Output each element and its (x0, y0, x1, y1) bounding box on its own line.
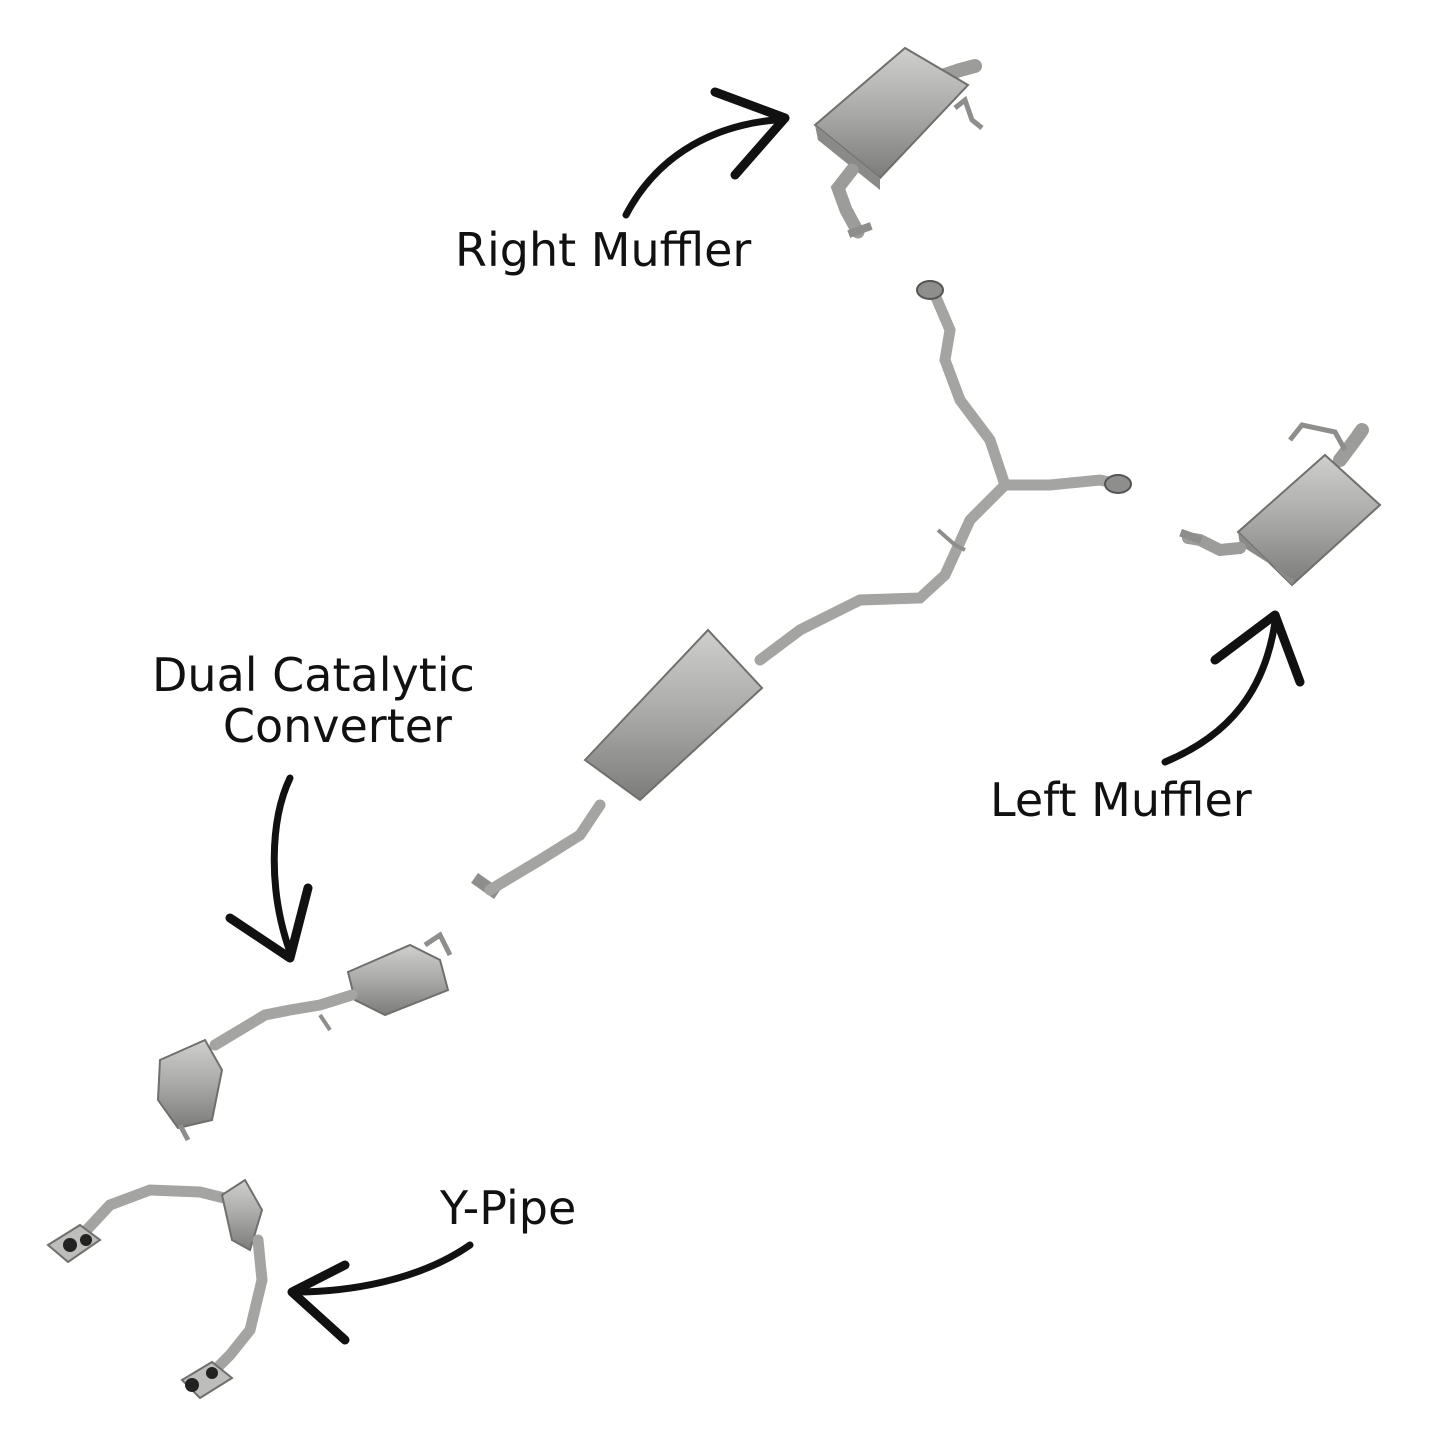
label-y-pipe: Y-Pipe (440, 1181, 577, 1235)
arrow-right-muffler (622, 87, 790, 219)
left-muffler-part (1179, 422, 1382, 587)
right-muffler-part (813, 46, 984, 239)
label-dual-catalytic-converter-line1: Dual Catalytic (152, 648, 475, 702)
label-dual-catalytic-converter: Dual Catalytic Converter (152, 650, 475, 751)
label-left-muffler: Left Muffler (990, 773, 1252, 827)
arrow-dual-catalytic-converter (225, 774, 313, 963)
arrow-left-muffler (1161, 610, 1305, 766)
dual-catalytic-converter-part (156, 931, 453, 1142)
arrow-y-pipe (287, 1241, 474, 1345)
mid-pipe-part (471, 280, 1132, 899)
label-dual-catalytic-converter-line2: Converter (222, 698, 452, 753)
label-right-muffler: Right Muffler (455, 223, 752, 277)
y-pipe-part (46, 1178, 268, 1400)
